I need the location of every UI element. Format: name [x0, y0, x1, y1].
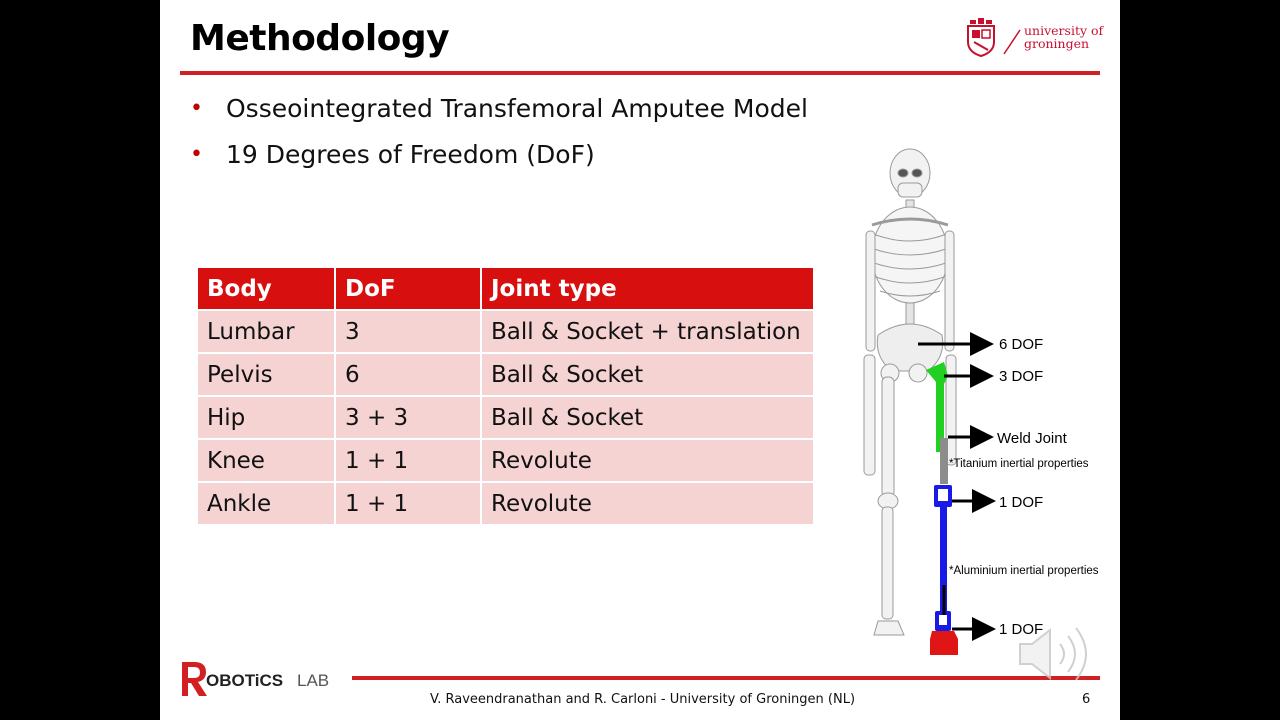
- label-hip-dof: 3 DOF: [999, 368, 1044, 385]
- cell-dof: 3: [334, 309, 482, 354]
- logo-robotics-text: OBOTiCS: [206, 671, 283, 690]
- footer-authors: V. Raveendranathan and R. Carloni - Univ…: [430, 692, 856, 707]
- header-body: Body: [196, 266, 336, 311]
- table-row: Pelvis 6 Ball & Socket: [196, 352, 815, 397]
- bullet-text: Osseointegrated Transfemoral Amputee Mod…: [226, 94, 808, 123]
- cell-body: Ankle: [196, 481, 336, 526]
- cell-joint-type: Revolute: [480, 481, 815, 526]
- cell-body: Hip: [196, 395, 336, 440]
- cell-joint-type: Ball & Socket: [480, 352, 815, 397]
- cell-joint-type: Ball & Socket: [480, 395, 815, 440]
- table-row: Knee 1 + 1 Revolute: [196, 438, 815, 483]
- label-knee-dof: 1 DOF: [999, 494, 1044, 511]
- table-row: Lumbar 3 Ball & Socket + translation: [196, 309, 815, 354]
- university-name: university of groningen: [1024, 24, 1103, 50]
- cell-body: Pelvis: [196, 352, 336, 397]
- university-crest-icon: [967, 18, 1021, 58]
- slide: Methodology university of groningen • Os…: [160, 0, 1120, 720]
- label-titanium: *Titanium inertial properties: [949, 458, 1089, 470]
- bullet-text: 19 Degrees of Freedom (DoF): [226, 140, 595, 169]
- speaker-icon[interactable]: [1016, 622, 1096, 686]
- cell-body: Lumbar: [196, 309, 336, 354]
- page-number: 6: [1082, 692, 1091, 707]
- cell-dof: 3 + 3: [334, 395, 482, 440]
- table-row: Hip 3 + 3 Ball & Socket: [196, 395, 815, 440]
- cell-dof: 1 + 1: [334, 438, 482, 483]
- university-line1: university of: [1024, 23, 1104, 38]
- table-header-row: Body DoF Joint type: [196, 266, 815, 311]
- header-joint-type: Joint type: [480, 266, 815, 311]
- cell-dof: 1 + 1: [334, 481, 482, 526]
- slide-title: Methodology: [190, 18, 450, 59]
- table-row: Ankle 1 + 1 Revolute: [196, 481, 815, 526]
- bullet-icon: •: [190, 142, 203, 167]
- footer-divider: [352, 676, 1100, 680]
- robotics-lab-logo: OBOTiCS LAB: [182, 662, 329, 696]
- cell-dof: 6: [334, 352, 482, 397]
- bullet-icon: •: [190, 96, 203, 121]
- cell-joint-type: Ball & Socket + translation: [480, 309, 815, 354]
- cell-body: Knee: [196, 438, 336, 483]
- label-aluminium: *Aluminium inertial properties: [949, 565, 1099, 577]
- label-pelvis-dof: 6 DOF: [999, 336, 1044, 353]
- university-line2: groningen: [1024, 36, 1090, 51]
- label-weld-joint: Weld Joint: [997, 430, 1067, 447]
- dof-table: Body DoF Joint type Lumbar 3 Ball & Sock…: [196, 266, 815, 526]
- title-divider: [180, 71, 1100, 75]
- skeleton-figure: 6 DOF 3 DOF Weld Joint *Titanium inertia…: [860, 145, 1120, 665]
- cell-joint-type: Revolute: [480, 438, 815, 483]
- skeleton-icon: [863, 148, 996, 655]
- header-dof: DoF: [334, 266, 482, 311]
- logo-lab-text: LAB: [297, 671, 329, 690]
- label-ankle-dof: 1 DOF: [999, 621, 1044, 638]
